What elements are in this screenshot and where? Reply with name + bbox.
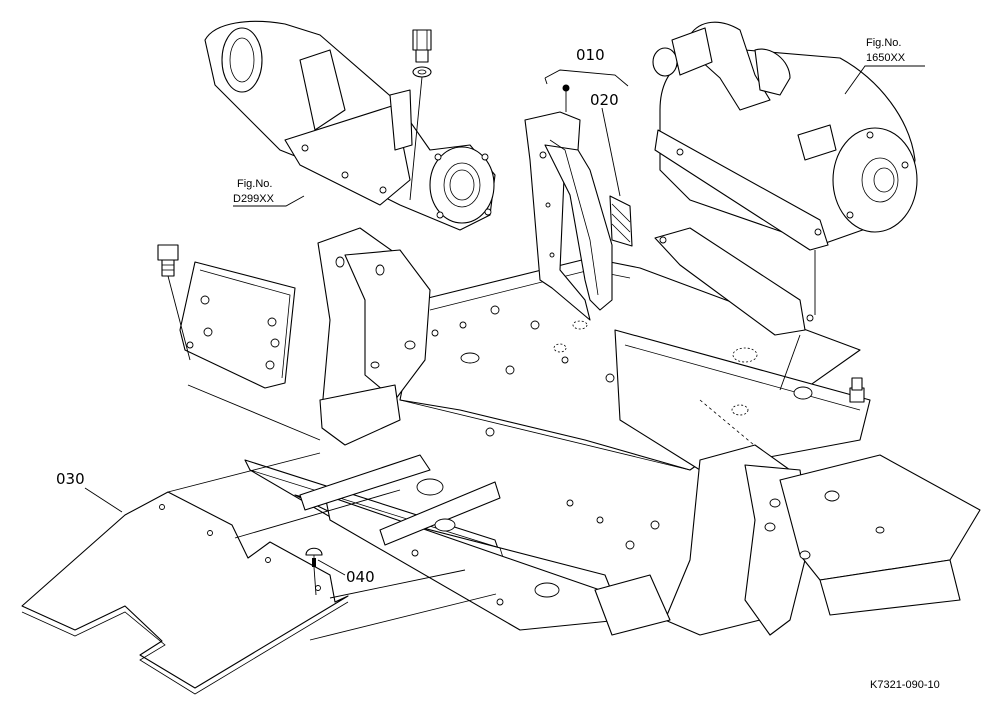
bolt-upper [412,29,432,78]
callout-040: 040 [346,568,375,586]
callout-020: 020 [590,91,619,109]
callout-010: 010 [576,46,605,64]
frame-holes [335,256,885,606]
engine-mount-assembly [204,20,496,231]
drawing-code: K7321-090-10 [870,679,940,691]
bolt-left [157,244,179,277]
part-010-bracket [524,84,613,321]
left-mount-plate [179,261,296,389]
callout-030: 030 [56,470,85,488]
fig-ref-d299xx-line2: D299XX [233,193,275,205]
labels: 010 020 030 040 Fig.No. 1650XX Fig.No. D… [56,37,940,691]
part-020-pad [609,195,633,247]
muffler-assembly [652,21,918,336]
fig-ref-1650xx-line1: Fig.No. [866,37,901,49]
fig-ref-1650xx-line2: 1650XX [866,52,906,64]
fig-ref-d299xx-line1: Fig.No. [237,178,272,190]
main-frame [244,227,981,636]
part-030-floor-plate [21,491,349,695]
leader-lines [84,65,925,576]
bolt-right [849,377,865,403]
part-040-clip [305,547,323,567]
